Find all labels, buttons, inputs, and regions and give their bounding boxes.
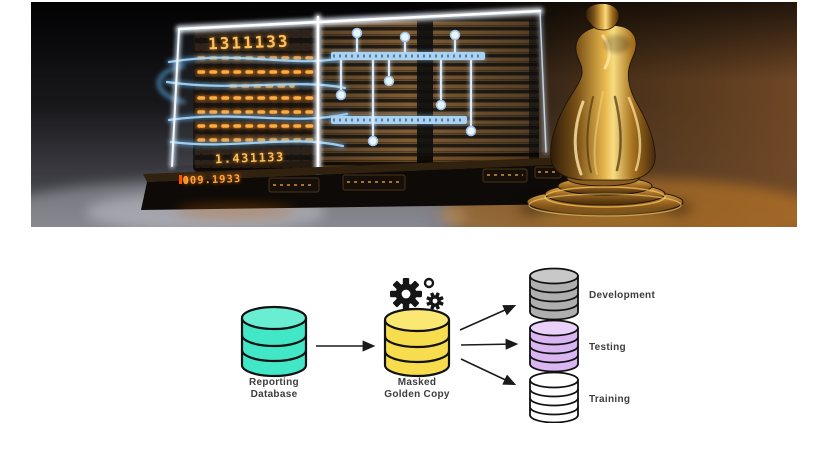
testing-cylinder [529,319,579,373]
base-display-glow: 009.1933 [182,173,241,187]
masked-golden-copy-label-line1: Masked [398,377,437,388]
base-display-text: 009.1933 [182,173,241,187]
top-digits-text: 1311133 [208,32,290,54]
circuit-traces [331,27,485,147]
gears-icon [390,277,444,310]
bottom-digits: 1.431133 1.431133 [215,150,285,166]
development-label: Development [589,290,655,301]
top-digits: 1311133 1311133 [208,32,290,54]
led-rows [196,55,316,143]
statue-head [585,3,620,31]
base-led-mark [179,175,182,184]
development-cylinder [529,267,579,321]
base-led-mark [185,176,187,183]
training-label: Training [589,394,630,405]
bottom-digits-glow: 1.431133 [215,150,285,166]
reporting-database-label-line1: Reporting [249,377,299,388]
data-streaks [156,55,350,149]
training-cylinder [529,371,579,423]
diagram-canvas: Reporting Database [240,267,655,423]
glass-case [169,7,548,177]
base-panels [268,166,562,193]
bottom-digits-text: 1.431133 [215,150,285,166]
statue-highlights [573,34,642,176]
hero-scene: 1311133 1311133 1.431133 1.431133 [31,2,797,227]
data-masking-flow-diagram: Reporting Database [230,258,670,423]
flow-arrow-to-testing [460,338,519,350]
base-display: 009.1933 009.1933 [182,173,241,187]
statue [517,3,693,222]
flow-arrow-to-training [460,358,517,386]
reporting-database-label-line2: Database [251,389,298,400]
top-digits-glow: 1311133 [208,32,290,54]
hero-image: 1311133 1311133 1.431133 1.431133 [31,2,797,227]
masked-golden-copy-cylinder [383,307,451,378]
testing-label: Testing [589,342,626,353]
masked-golden-copy-label-line2: Golden Copy [384,389,450,400]
reporting-database-cylinder [240,305,308,378]
base-platform: 009.1933 009.1933 [141,157,579,218]
flow-arrow-to-development [459,305,517,331]
statue-figure [550,24,656,181]
